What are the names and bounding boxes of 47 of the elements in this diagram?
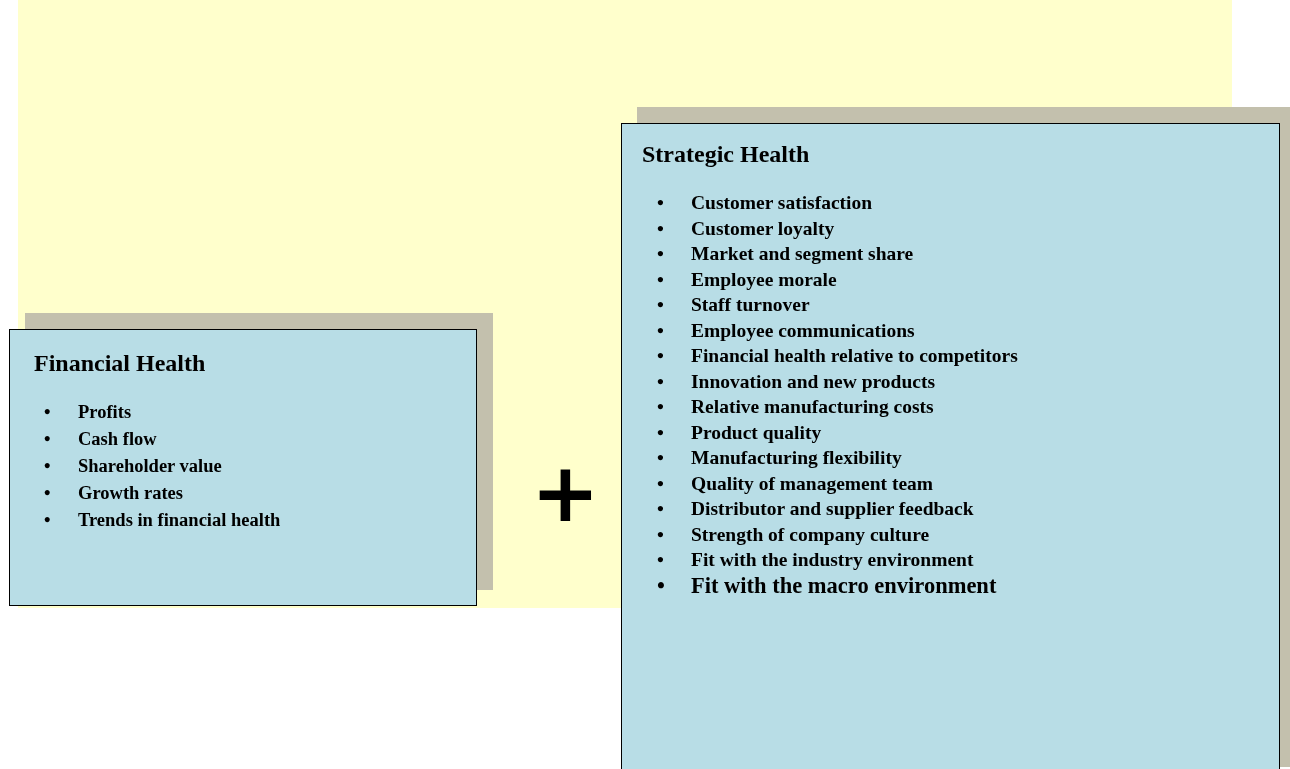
bullet: •: [657, 216, 664, 241]
bullet: •: [657, 395, 664, 419]
bullet: •: [44, 509, 51, 532]
bullet: •: [657, 572, 665, 598]
card-heading: Financial Health: [34, 350, 206, 377]
bullet: •: [657, 446, 664, 470]
bullet: •: [657, 191, 664, 215]
list-item: Fit with the macro environment: [691, 572, 997, 598]
list-item: Product quality: [691, 421, 822, 443]
list-item: Staff turnover: [691, 294, 810, 315]
list-item: Employee communications: [691, 319, 915, 341]
list-item: Market and segment share: [691, 243, 914, 264]
list-item: Customer loyalty: [691, 217, 835, 239]
list-item: Employee morale: [691, 268, 837, 290]
bullet: •: [657, 471, 664, 496]
text-card: [621, 123, 1280, 769]
bullet: •: [657, 420, 664, 445]
plus-sign: +: [531, 452, 600, 534]
bullet: •: [657, 497, 664, 521]
bullet: •: [44, 401, 51, 424]
bullet: •: [657, 548, 664, 572]
list-item: Distributor and supplier feedback: [691, 498, 974, 519]
bullet: •: [44, 428, 51, 451]
list-item: Strength of company culture: [691, 523, 930, 545]
list-item: Financial health relative to competitors: [691, 345, 1018, 366]
bullet: •: [657, 522, 664, 547]
bullet: •: [657, 267, 664, 292]
bullet: •: [657, 369, 664, 394]
bullet: •: [657, 293, 664, 317]
list-item: Growth rates: [78, 483, 183, 503]
list-item: Profits: [78, 402, 132, 422]
bullet: •: [44, 455, 51, 478]
bullet: •: [657, 344, 664, 368]
list-item: Cash flow: [78, 429, 157, 449]
card-heading: Strategic Health: [642, 141, 810, 168]
list-item: Fit with the industry environment: [691, 549, 974, 570]
list-item: Innovation and new products: [691, 370, 935, 392]
bullet: •: [657, 242, 664, 266]
list-item: Relative manufacturing costs: [691, 396, 934, 417]
list-item: Trends in financial health: [78, 510, 281, 530]
list-item: Shareholder value: [78, 456, 222, 476]
list-item: Customer satisfaction: [691, 192, 873, 213]
list-item: Manufacturing flexibility: [691, 447, 902, 468]
text-card: [9, 329, 477, 606]
list-item: Quality of management team: [691, 472, 934, 494]
bullet: •: [44, 482, 51, 505]
bullet: •: [657, 318, 664, 343]
